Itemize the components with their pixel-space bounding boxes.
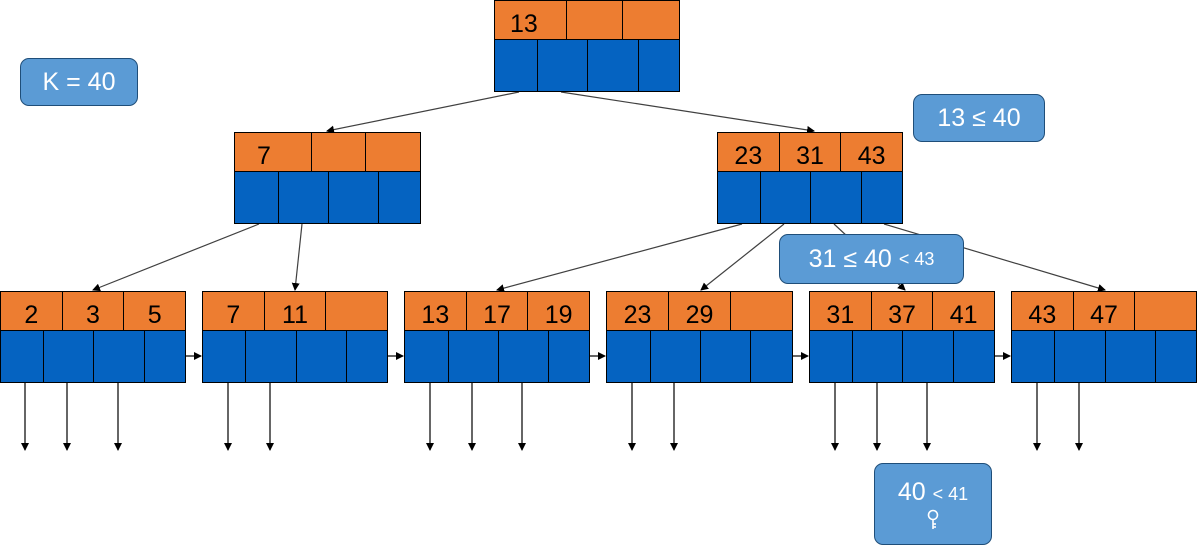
leaf-keys: 23 29: [606, 291, 793, 331]
leaf-pointers: [0, 331, 186, 383]
key-cell: 7: [257, 142, 271, 170]
tree-edge: [560, 91, 815, 134]
internal-compare-callout: 31 ≤ 40 < 43: [779, 234, 964, 284]
key-cell: 3: [61, 292, 124, 330]
key-cell: 31: [826, 301, 855, 329]
root-compare-callout: 13 ≤ 40: [913, 94, 1045, 142]
key-cell: 47: [1072, 292, 1135, 330]
tree-edge: [291, 223, 303, 291]
leaf-node: 13 17 19: [404, 291, 590, 383]
tree-edge: [496, 223, 743, 293]
key-cell: [730, 292, 792, 330]
leaf-node: 43 47: [1011, 291, 1197, 383]
tree-edge: [700, 223, 785, 291]
key-cell: 17: [465, 292, 528, 330]
internal-pointers: [234, 172, 421, 224]
leaf-node: 2 3 5: [0, 291, 186, 383]
leaf-pointers: [202, 331, 388, 383]
key-cell: [1134, 292, 1196, 330]
leaf-keys: 2 3 5: [0, 291, 186, 331]
search-key-label: K = 40: [42, 67, 116, 96]
leaf-keys: 7 11: [202, 291, 388, 331]
key-cell: [622, 1, 679, 39]
leaf-node: 7 11: [202, 291, 388, 383]
leaf-pointers: [606, 331, 793, 383]
internal-node-right: 23 31 43: [717, 132, 903, 224]
root-pointers: [494, 40, 680, 92]
leaf-pointers: [809, 331, 995, 383]
leaf-compare-label: 40: [897, 477, 926, 506]
tree-edge: [326, 91, 520, 134]
leaf-node: 23 29: [606, 291, 793, 383]
leaf-keys: 31 37 41: [809, 291, 995, 331]
key-cell: 41: [932, 292, 994, 330]
key-cell: 19: [527, 292, 589, 330]
key-cell: 43: [1028, 301, 1057, 329]
key-cell: [565, 1, 623, 39]
key-cell: 7: [226, 301, 241, 329]
leaf-compare-row: 40 < 41: [898, 478, 968, 507]
root-compare-label: 13 ≤ 40: [937, 103, 1021, 132]
key-cell: 43: [840, 133, 902, 171]
leaf-compare-callout: 40 < 41: [874, 463, 992, 545]
search-key-callout: K = 40: [20, 58, 138, 106]
leaf-node: 31 37 41: [809, 291, 995, 383]
internal-keys: 7: [234, 132, 421, 172]
key-cell: 13: [421, 301, 450, 329]
internal-compare-upper-bound: < 43: [898, 248, 935, 269]
key-cell: 23: [623, 301, 652, 329]
leaf-pointers: [404, 331, 590, 383]
root-node: 13: [494, 0, 680, 92]
key-icon: [927, 509, 939, 529]
key-cell: 29: [668, 292, 730, 330]
internal-compare-label: 31 ≤ 40: [808, 244, 892, 273]
leaf-compare-upper-bound: < 41: [932, 483, 969, 504]
key-cell: [365, 133, 420, 171]
leaf-keys: 13 17 19: [404, 291, 590, 331]
key-cell: 2: [24, 301, 39, 329]
internal-pointers: [717, 172, 903, 224]
leaf-pointers: [1011, 331, 1197, 383]
key-cell: 5: [123, 292, 185, 330]
key-cell: 11: [263, 292, 326, 330]
key-cell: 37: [870, 292, 933, 330]
key-cell: 23: [734, 142, 763, 170]
key-cell: 31: [778, 133, 841, 171]
key-cell: 13: [510, 10, 538, 38]
internal-node-left: 7: [234, 132, 421, 224]
key-cell: [325, 292, 387, 330]
key-cell: [310, 133, 366, 171]
internal-keys: 23 31 43: [717, 132, 903, 172]
root-keys: 13: [494, 0, 680, 40]
leaf-keys: 43 47: [1011, 291, 1197, 331]
tree-edge: [92, 223, 260, 292]
